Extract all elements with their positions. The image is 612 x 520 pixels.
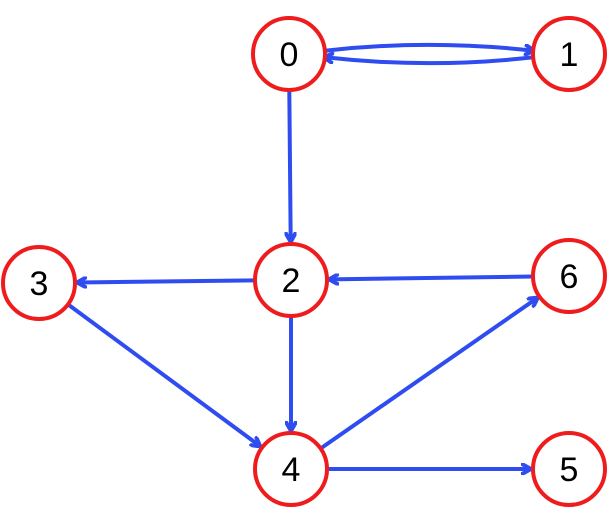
edge-2-to-3 bbox=[78, 280, 257, 282]
node-circle bbox=[253, 431, 329, 507]
node-4: 4 bbox=[253, 431, 329, 507]
node-label: 2 bbox=[282, 262, 301, 300]
node-label: 0 bbox=[280, 36, 299, 74]
node-circle bbox=[531, 431, 607, 507]
node-circle bbox=[531, 16, 607, 92]
node-label: 5 bbox=[560, 451, 579, 489]
node-label: 1 bbox=[560, 36, 579, 74]
node-3: 3 bbox=[1, 245, 77, 321]
node-circle bbox=[253, 242, 329, 318]
node-label: 6 bbox=[560, 258, 579, 296]
node-label: 4 bbox=[282, 451, 301, 489]
node-5: 5 bbox=[531, 431, 607, 507]
node-1: 1 bbox=[531, 16, 607, 92]
edge-0-to-2 bbox=[289, 88, 290, 241]
edge-6-to-2 bbox=[330, 277, 535, 280]
node-circle bbox=[1, 245, 77, 321]
edge-3-to-4 bbox=[66, 302, 260, 445]
nodes-layer: 0 1 2 3 4 5 6 bbox=[1, 16, 607, 507]
node-circle bbox=[251, 16, 327, 92]
node-0: 0 bbox=[251, 16, 327, 92]
edge-4-to-6 bbox=[318, 298, 537, 451]
node-2: 2 bbox=[253, 242, 329, 318]
edge-0-to-1 bbox=[322, 42, 533, 51]
node-6: 6 bbox=[531, 238, 607, 314]
node-label: 3 bbox=[30, 265, 49, 303]
node-circle bbox=[531, 238, 607, 314]
edges-layer bbox=[66, 42, 537, 469]
edge-1-to-0 bbox=[325, 57, 536, 66]
